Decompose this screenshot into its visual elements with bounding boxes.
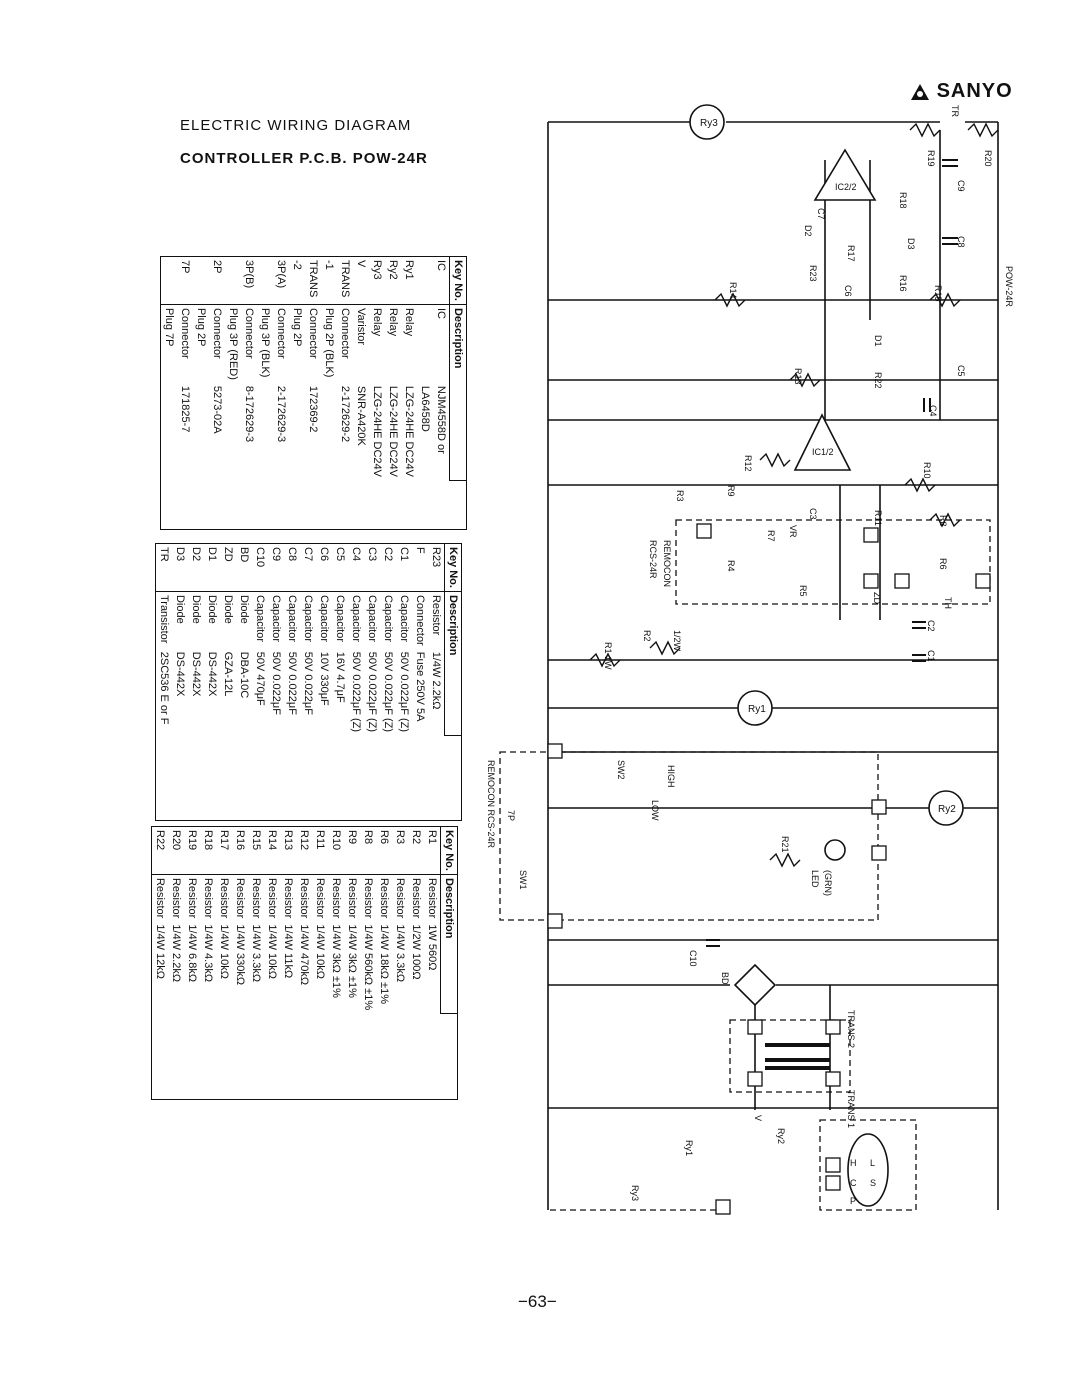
relay-ry1-coil-icon xyxy=(737,690,773,726)
label-r20: R20 xyxy=(983,150,993,167)
label-r18: R18 xyxy=(898,192,908,209)
page-title: ELECTRIC WIRING DIAGRAM xyxy=(180,117,412,134)
label-trans2: TRANS 2 xyxy=(846,1010,856,1048)
ic2-label: IC2/2 xyxy=(835,182,857,192)
page-number: −63− xyxy=(518,1292,557,1311)
label-c8: C8 xyxy=(956,236,966,248)
label-c9: C9 xyxy=(956,180,966,192)
remocon-rcs-box xyxy=(675,519,991,605)
relay-ry3-coil-icon xyxy=(689,104,725,140)
label-motor-p: P xyxy=(850,1196,856,1206)
transformer-box xyxy=(729,1019,851,1093)
label-r5: R5 xyxy=(798,585,808,597)
label-r14: R14 xyxy=(728,282,738,299)
label-motor-l: L xyxy=(870,1158,875,1168)
label-led: LED xyxy=(810,870,820,888)
label-c7: C7 xyxy=(816,208,826,220)
label-r16: R16 xyxy=(898,275,908,292)
ry1-label: Ry1 xyxy=(748,704,766,715)
resistor-r10-icon xyxy=(904,477,936,493)
resistor-r19-icon xyxy=(909,122,941,138)
label-tr: TR xyxy=(950,105,960,117)
remocon-7p-box xyxy=(499,751,879,921)
sanyo-mark-icon xyxy=(911,83,929,100)
label-r7: R7 xyxy=(766,530,776,542)
label-r4: R4 xyxy=(726,560,736,572)
label-zd: ZD xyxy=(872,592,882,604)
label-c2: C2 xyxy=(926,620,936,632)
label-motor-s: S xyxy=(870,1178,876,1188)
label-r21: R21 xyxy=(780,836,790,853)
label-sw1: SW1 xyxy=(518,870,528,890)
label-r12: R12 xyxy=(743,455,753,472)
label-r1: R1 1W xyxy=(603,642,613,670)
label-sw2: SW2 xyxy=(616,760,626,780)
resistor-r13-icon xyxy=(789,372,821,388)
ry2-label: Ry2 xyxy=(938,804,956,815)
motor-box xyxy=(819,1119,917,1211)
label-th: TH xyxy=(943,597,953,609)
label-remocon-7p: REMOCON RCS-24R xyxy=(486,760,496,849)
label-low: LOW xyxy=(650,800,660,821)
motor-capacitor-icon xyxy=(847,1133,889,1207)
label-bd: BD xyxy=(720,972,730,985)
label-led-color: (GRN) xyxy=(823,870,833,896)
ic2-opamp-icon xyxy=(813,148,877,201)
resistor-r12-icon xyxy=(759,452,791,468)
label-c1: C1 xyxy=(926,650,936,662)
label-r10: R10 xyxy=(922,462,932,479)
led-icon xyxy=(824,839,846,861)
resistor-r20-icon xyxy=(967,122,999,138)
label-d1: D1 xyxy=(873,335,883,347)
label-d3: D3 xyxy=(906,238,916,250)
label-r22: R22 xyxy=(873,372,883,389)
label-v: V xyxy=(753,1115,763,1121)
label-r17: R17 xyxy=(846,245,856,262)
label-remocon-box: RCS-24R xyxy=(648,540,658,579)
resistor-r15-icon xyxy=(929,292,961,308)
resistor-r21-icon xyxy=(769,852,801,868)
label-d2: D2 xyxy=(803,225,813,237)
label-r11: R11 xyxy=(873,510,883,526)
brand-logo: SANYO xyxy=(910,80,1013,103)
label-r9: R9 xyxy=(726,485,736,497)
label-c5: C5 xyxy=(956,365,966,377)
label-r19: R19 xyxy=(926,150,936,167)
resistor-r1-icon xyxy=(589,652,621,668)
label-motor-h: H xyxy=(850,1158,857,1168)
label-remocon-7p-sub: 7P xyxy=(506,810,516,821)
label-c3: C3 xyxy=(808,508,818,520)
ic1-opamp-icon xyxy=(793,413,852,471)
relay-ry2-coil-icon xyxy=(928,790,964,826)
label-vr: VR xyxy=(788,525,798,538)
resistor-r14-icon xyxy=(714,292,746,308)
label-high: HIGH xyxy=(666,765,676,788)
label-c6: C6 xyxy=(843,285,853,297)
page-subtitle: CONTROLLER P.C.B. POW-24R xyxy=(180,150,428,167)
label-trans1: TRANS 1 xyxy=(846,1090,856,1128)
bridge-diode-icon xyxy=(733,963,777,1007)
label-r8: R8 xyxy=(938,515,948,527)
resistor-r8-icon xyxy=(929,512,961,528)
label-r3: R3 xyxy=(675,490,685,502)
label-r2-w: 1/2W xyxy=(672,630,682,652)
label-r6: R6 xyxy=(938,558,948,570)
label-ry2-contact: Ry2 xyxy=(776,1128,786,1144)
label-c10: C10 xyxy=(688,950,698,967)
ic1-label: IC1/2 xyxy=(812,447,834,457)
resistor-r2-icon xyxy=(649,640,681,656)
label-r13: R13 xyxy=(793,368,803,385)
label-c4: C4 xyxy=(928,405,938,417)
label-ry1-contact: Ry1 xyxy=(684,1140,694,1156)
label-r2: R2 xyxy=(642,630,652,642)
brand-name: SANYO xyxy=(936,80,1013,102)
label-ry3-contact: Ry3 xyxy=(630,1185,640,1201)
label-motor-c: C xyxy=(850,1178,857,1188)
label-remocon-box2: REMOCON xyxy=(662,540,672,587)
label-r15: R15 xyxy=(933,285,943,302)
ry3-label: Ry3 xyxy=(700,118,718,129)
label-r23: R23 xyxy=(808,265,818,282)
model-code: POW-24R xyxy=(1004,266,1014,307)
